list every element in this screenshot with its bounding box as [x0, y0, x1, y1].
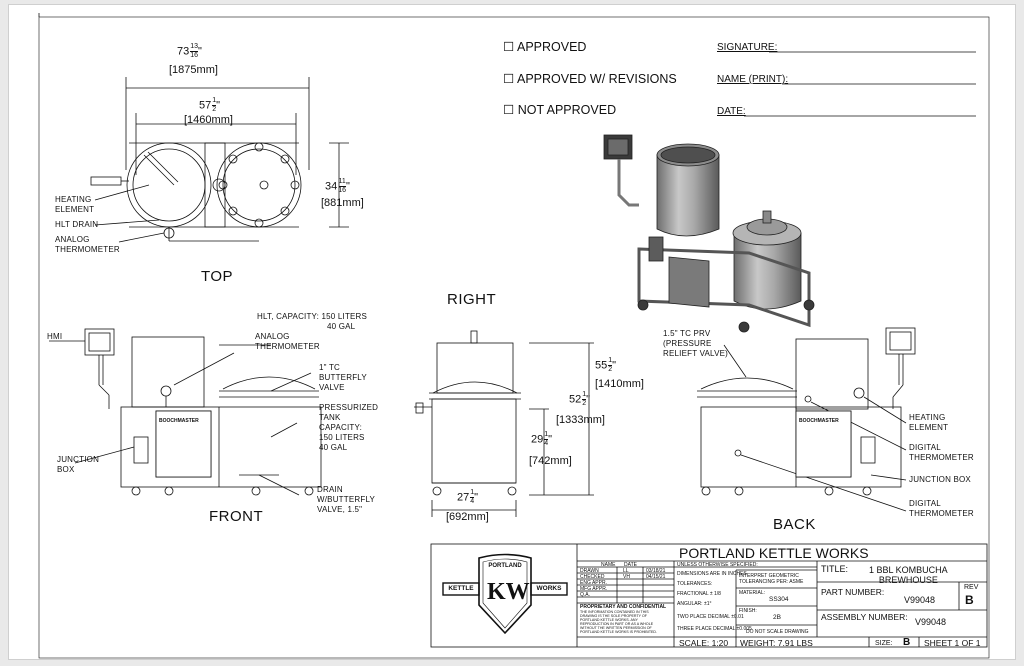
- fractional-label: FRACTIONAL ± 1/8: [677, 591, 721, 597]
- finish-value: 2B: [773, 614, 781, 621]
- title-block-frame: [430, 543, 988, 648]
- logo-left-text: KETTLE: [448, 585, 474, 592]
- dims-inches-label: DIMENSIONS ARE IN INCHES: [677, 571, 747, 577]
- approved-revisions-checkbox-row[interactable]: ☐ APPROVED W/ REVISIONS: [503, 72, 677, 86]
- hdr-name: NAME: [601, 562, 616, 568]
- weight-label: WEIGHT: 7.91 LBS: [740, 638, 813, 648]
- top-heating-element-label: HEATING ELEMENT: [55, 195, 95, 214]
- front-view: [49, 328, 322, 496]
- checked-date: 04/15/21: [646, 574, 666, 580]
- name-print-label: NAME (PRINT):: [717, 74, 789, 85]
- three-place-label: THREE PLACE DECIMAL ±0.005: [677, 626, 752, 632]
- eng-appr-label: ENG APPR.: [580, 580, 607, 586]
- front-butterfly-valve-label: 1" TC BUTTERFLY VALVE: [319, 363, 367, 392]
- right-view: [414, 330, 594, 517]
- unless-label: UNLESS OTHERWISE SPECIFIED:: [677, 562, 758, 568]
- logo-monogram: KW: [487, 579, 530, 605]
- front-analog-thermometer-label: ANALOG THERMOMETER: [255, 332, 320, 351]
- back-digital-thermometer-label-2: DIGITAL THERMOMETER: [909, 499, 974, 518]
- finish-label: FINISH:: [739, 608, 757, 614]
- material-value: SS304: [769, 596, 789, 603]
- tolerances-label: TOLERANCES:: [677, 581, 713, 587]
- isometric-render: [603, 134, 815, 333]
- drawn-name: LL: [623, 568, 629, 574]
- front-drain-label: DRAIN W/BUTTERFLY VALVE, 1.5": [317, 485, 376, 514]
- front-vessel-brand: BOOCHMASTER: [159, 418, 199, 424]
- not-approved-label: NOT APPROVED: [517, 103, 617, 117]
- view-label-front: FRONT: [209, 508, 264, 525]
- view-label-right: RIGHT: [447, 291, 497, 308]
- qa-label: Q.A.: [580, 592, 591, 598]
- interpret-label: INTERPRET GEOMETRIC TOLERANCING PER: ASM…: [739, 573, 804, 585]
- back-view: [697, 327, 916, 512]
- back-prv-label: 1.5" TC PRV (PRESSURE RELIEFT VALVE): [663, 329, 729, 358]
- right-low-height-mm: [742mm]: [529, 455, 572, 467]
- checked-label: CHECKED: [580, 574, 605, 580]
- part-number-label: PART NUMBER:: [821, 587, 885, 597]
- front-pressurized-tank-label: PRESSURIZED TANK CAPACITY: 150 LITERS 40…: [319, 403, 379, 452]
- right-mid-height-mm: [1333mm]: [556, 414, 605, 426]
- approved-checkbox-row[interactable]: ☐ APPROVED: [503, 40, 587, 54]
- sheet-label: SHEET 1 OF 1: [924, 638, 981, 648]
- rev-label: REV: [964, 584, 979, 591]
- size-value: B: [903, 637, 911, 648]
- drawing-linework: [38, 13, 990, 659]
- drawing-title: 1 BBL KOMBUCHA BREWHOUSE: [869, 565, 948, 585]
- part-number-value: V99048: [904, 595, 936, 605]
- front-hlt-gal-label: 40 GAL: [327, 322, 356, 331]
- top-view: [90, 77, 349, 243]
- angular-label: ANGULAR: ±1°: [677, 601, 712, 607]
- top-analog-thermometer-label: ANALOG THERMOMETER: [55, 235, 120, 254]
- view-label-top: TOP: [201, 268, 234, 285]
- drawn-date: 03/18/21: [646, 568, 666, 574]
- signature-label: SIGNATURE:: [717, 42, 778, 53]
- size-label: SIZE:: [875, 640, 893, 647]
- back-heating-element-label: HEATING ELEMENT: [909, 413, 949, 432]
- logo-shield: [478, 553, 532, 635]
- drawing-sheet: ☐ APPROVED ☐ APPROVED W/ REVISIONS ☐ NOT…: [8, 4, 1016, 660]
- proprietary-label: PROPRIETARY AND CONFIDENTIAL: [580, 604, 667, 610]
- top-depth-mm: [881mm]: [321, 197, 364, 209]
- right-total-height-mm: [1410mm]: [595, 378, 644, 390]
- right-width-mm: [692mm]: [446, 511, 489, 523]
- approved-label: APPROVED: [517, 40, 587, 54]
- top-hlt-drain-label: HLT DRAIN: [55, 220, 99, 229]
- rev-value: B: [965, 593, 974, 607]
- date-label: DATE:: [717, 106, 746, 117]
- scale-label: SCALE: 1:20: [679, 638, 729, 648]
- front-hlt-capacity-label: HLT, CAPACITY: 150 LITERS: [257, 312, 368, 321]
- approved-revisions-label: APPROVED W/ REVISIONS: [517, 72, 677, 86]
- checked-name: VH: [623, 574, 630, 580]
- back-digital-thermometer-label-1: DIGITAL THERMOMETER: [909, 443, 974, 462]
- front-hmi-label: HMI: [47, 332, 63, 341]
- drawn-label: DRAWN: [580, 568, 599, 574]
- not-approved-checkbox-row[interactable]: ☐ NOT APPROVED: [503, 103, 617, 117]
- mfg-appr-label: MFG APPR.: [580, 586, 608, 592]
- top-overall-width-mm: [1875mm]: [169, 64, 218, 76]
- title-label: TITLE:: [821, 564, 849, 574]
- two-place-label: TWO PLACE DECIMAL ±0.01: [677, 614, 744, 620]
- back-vessel-brand: BOOCHMASTER: [799, 418, 839, 424]
- company-name: PORTLAND KETTLE WORKS: [679, 545, 869, 561]
- view-label-back: BACK: [773, 516, 816, 533]
- top-tank-width-mm: [1460mm]: [184, 114, 233, 126]
- material-label: MATERIAL:: [739, 590, 766, 596]
- do-not-scale-label: DO NOT SCALE DRAWING: [746, 629, 809, 635]
- back-junction-box-label: JUNCTION BOX: [909, 475, 971, 484]
- logo-right-text: WORKS: [536, 585, 562, 592]
- proprietary-text: THE INFORMATION CONTAINED IN THIS DRAWIN…: [580, 610, 658, 634]
- front-junction-box-label: JUNCTION BOX: [57, 455, 100, 474]
- hdr-date: DATE: [624, 562, 637, 568]
- assembly-number-value: V99048: [915, 617, 947, 627]
- assembly-number-label: ASSEMBLY NUMBER:: [821, 612, 908, 622]
- logo-top-text: PORTLAND: [488, 563, 522, 569]
